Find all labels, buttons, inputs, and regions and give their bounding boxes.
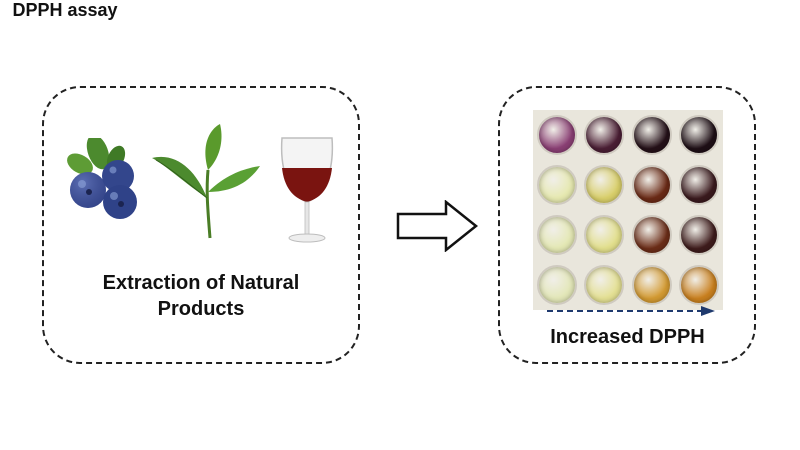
tea-leaves-image <box>152 124 260 239</box>
plate-well <box>584 115 625 155</box>
plate-well <box>536 215 577 255</box>
extraction-caption-line2: Products <box>157 298 245 320</box>
plate-well <box>679 215 720 255</box>
increased-dpph-label: Increased DPPH <box>550 326 705 348</box>
dashed-right-arrow-icon <box>547 306 715 316</box>
plate-well <box>584 165 625 205</box>
plate-well <box>679 165 720 205</box>
extraction-panel <box>42 86 360 364</box>
plate-well <box>536 265 577 305</box>
plate-well <box>631 115 672 155</box>
plate-well <box>584 215 625 255</box>
plate-well <box>584 265 625 305</box>
blueberries-image <box>67 138 137 219</box>
plate-well <box>631 265 672 305</box>
right-block-arrow-icon <box>396 200 478 252</box>
well-plate-image <box>533 110 723 310</box>
dpph-result-panel <box>498 86 756 364</box>
extraction-caption: Extraction of Natural Products <box>70 270 332 322</box>
plate-well <box>536 115 577 155</box>
dpph-assay-label: DPPH assay <box>12 0 118 20</box>
extraction-caption-line1: Extraction of Natural <box>102 272 300 294</box>
plate-well <box>679 265 720 305</box>
plate-well <box>631 165 672 205</box>
plate-well <box>536 165 577 205</box>
plate-well <box>631 215 672 255</box>
wine-glass-image <box>280 137 334 243</box>
plate-well <box>679 115 720 155</box>
